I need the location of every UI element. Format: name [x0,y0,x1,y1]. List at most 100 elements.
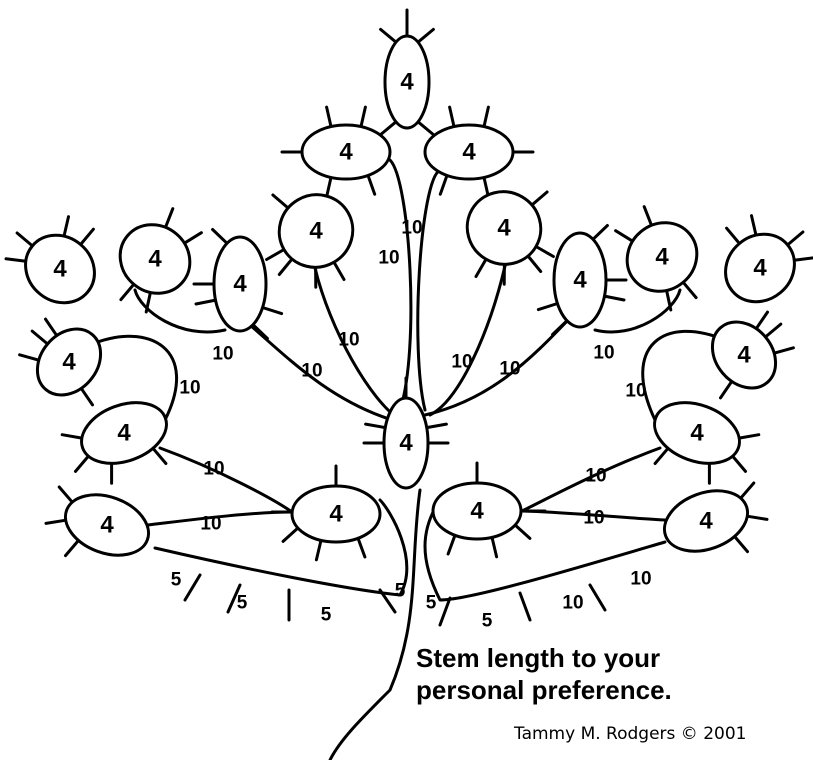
ring-stitch-count: 4 [62,349,76,376]
chain-stitch-count: 5 [237,593,248,614]
ring-far-left-4: 4 [63,493,151,557]
stem-note-line-2: personal preference. [416,675,672,705]
ring-outline [382,396,430,490]
picot [745,514,769,521]
picot [30,329,50,346]
chain-line [641,330,727,422]
ring-outline [63,493,151,557]
ring-stitch-count: 4 [233,271,247,298]
ring-stitch-count: 4 [148,246,162,273]
picot [416,120,435,137]
picot [164,207,175,229]
ring-stitch-count: 4 [690,420,704,447]
ring-stitch-count: 4 [462,139,476,166]
chain-stitch-count: 10 [625,381,646,402]
ring-outline [710,320,778,390]
picot [79,227,95,246]
chain-stitch-count: 5 [321,605,332,626]
ring-outline [24,233,96,305]
picot [754,310,769,331]
ring-center: 4 [382,396,430,490]
picot [144,291,152,314]
picot [314,538,323,562]
chain-stitch-count: 10 [630,569,651,590]
picot [750,214,758,237]
ring-stitch-count: 4 [309,218,323,245]
ring-stitch-count: 4 [497,215,511,242]
picot [725,226,741,245]
picot [15,231,34,248]
ring-outline [724,232,796,304]
chain-line [248,323,394,422]
ring-outline [383,34,431,130]
ring-top: 4 [383,34,431,130]
picots [4,27,813,627]
ring-far-left-2: 4 [35,327,103,397]
chain-stitch-count: 5 [482,611,493,632]
chain-stitch-count: 10 [179,378,200,399]
picot [513,523,532,540]
picot [325,175,333,199]
picot [151,446,168,465]
picot [356,536,367,559]
ring-far-right-1: 4 [724,232,796,304]
chain-line [388,158,413,412]
chain-stitch-count: 10 [583,508,604,529]
picot [271,193,290,210]
ring-stitch-count: 4 [753,255,767,282]
ring-stitch-count: 4 [470,498,484,525]
picot [261,306,284,316]
picot [551,319,569,336]
ring-far-left-3: 4 [80,401,168,465]
ring-outline [423,123,515,181]
picot [737,433,761,440]
ring-outline [277,193,355,269]
picot [602,294,626,302]
chain-stitch-count: 10 [212,344,233,365]
picot [530,190,549,207]
chain-stitch-count: 5 [171,570,182,591]
ring-right-a: 4 [465,190,543,266]
ring-stitch-count: 4 [400,69,414,96]
chain-stitch-count: 5 [426,593,437,614]
chain-picot [378,588,397,614]
picot [474,257,488,278]
ring-outline [80,401,168,465]
picot [416,27,435,44]
picot [364,422,387,430]
ring-upper-left: 4 [300,123,392,181]
picot [182,231,203,245]
picot [653,446,670,465]
picot [526,254,543,273]
chain-picot [588,583,607,612]
ring-outline [431,481,523,541]
picot [44,518,68,525]
ring-outline [662,489,750,553]
ring-stitch-count: 4 [117,420,131,447]
chain-line [158,446,294,514]
ring-outline [35,327,103,397]
picot [719,379,734,400]
ring-stitch-count: 4 [655,244,669,271]
picot [119,282,136,302]
ring-upper-right: 4 [423,123,515,181]
picot [44,317,59,338]
ring-left-c: 4 [118,223,192,295]
ring-stitch-count: 4 [100,512,114,539]
ring-stitch-count: 4 [329,501,343,528]
picot [359,105,367,129]
ring-outline [118,223,192,295]
chain-picot [226,583,242,614]
picot [614,229,635,243]
picot [739,481,756,500]
ring-stitch-count: 4 [699,508,713,535]
ring-outline [300,123,392,181]
ring-left-b: 4 [212,235,268,333]
chain-line [416,168,442,412]
picot [733,534,749,554]
chain-stitch-count: 10 [401,218,422,239]
ring-far-right-2: 4 [710,320,778,390]
picot [763,322,783,339]
picot [379,120,398,137]
